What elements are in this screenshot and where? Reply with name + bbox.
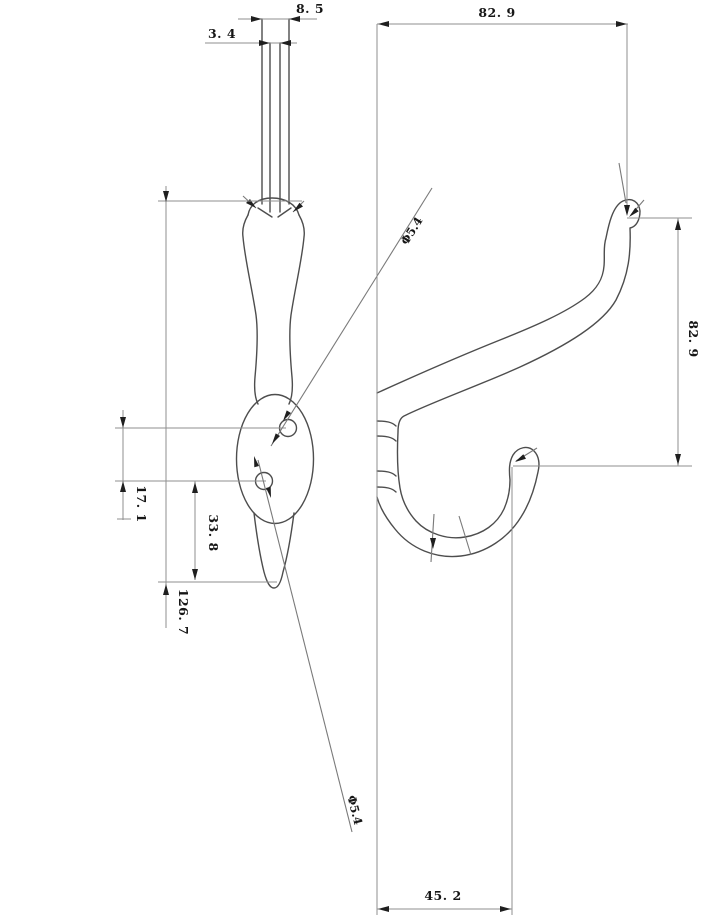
dim-126-7: 126. 7 [158, 186, 302, 635]
dim-17-1: 17. 1 [115, 410, 286, 523]
front-view-right-edge [288, 214, 305, 405]
leader-hole-upper: Φ5.4 [270, 187, 433, 447]
dim-3-4-label: 3. 4 [208, 26, 236, 41]
front-view-left-edge [242, 214, 259, 405]
side-view-outline [376, 198, 641, 558]
dim-33-8-label: 33. 8 [206, 514, 221, 551]
front-view-lower-stem [253, 512, 295, 589]
leader-hole-lower: Φ5.4 [254, 456, 365, 833]
side-view-surface-ticks [430, 162, 645, 563]
dim-3-4: 3. 4 [205, 26, 297, 46]
front-view-dome [247, 197, 300, 216]
dim-82-9-side-label: 82. 9 [686, 320, 701, 357]
hole-upper-diameter-label: Φ5.4 [398, 214, 426, 247]
dim-82-9-side: 82. 9 [513, 217, 701, 467]
dim-8-5: 8. 5 [238, 1, 324, 22]
dim-82-9-top: 82. 9 [376, 5, 628, 915]
hole-lower-diameter-label: Φ5.4 [344, 794, 365, 827]
dim-17-1-label: 17. 1 [134, 485, 149, 522]
dim-33-8: 33. 8 [192, 481, 221, 580]
dim-82-9-top-label: 82. 9 [478, 5, 515, 20]
side-view [376, 162, 645, 563]
front-view-flare-lines [257, 207, 292, 218]
side-view-boss-lines [376, 420, 397, 493]
front-view-plate-ellipse [235, 393, 315, 525]
dim-8-5-label: 8. 5 [296, 1, 324, 16]
front-view-rod-lines [261, 18, 290, 213]
front-view [235, 18, 315, 589]
dim-45-2-label: 45. 2 [424, 888, 461, 903]
dim-45-2: 45. 2 [377, 467, 513, 915]
dim-126-7-label: 126. 7 [176, 589, 191, 636]
